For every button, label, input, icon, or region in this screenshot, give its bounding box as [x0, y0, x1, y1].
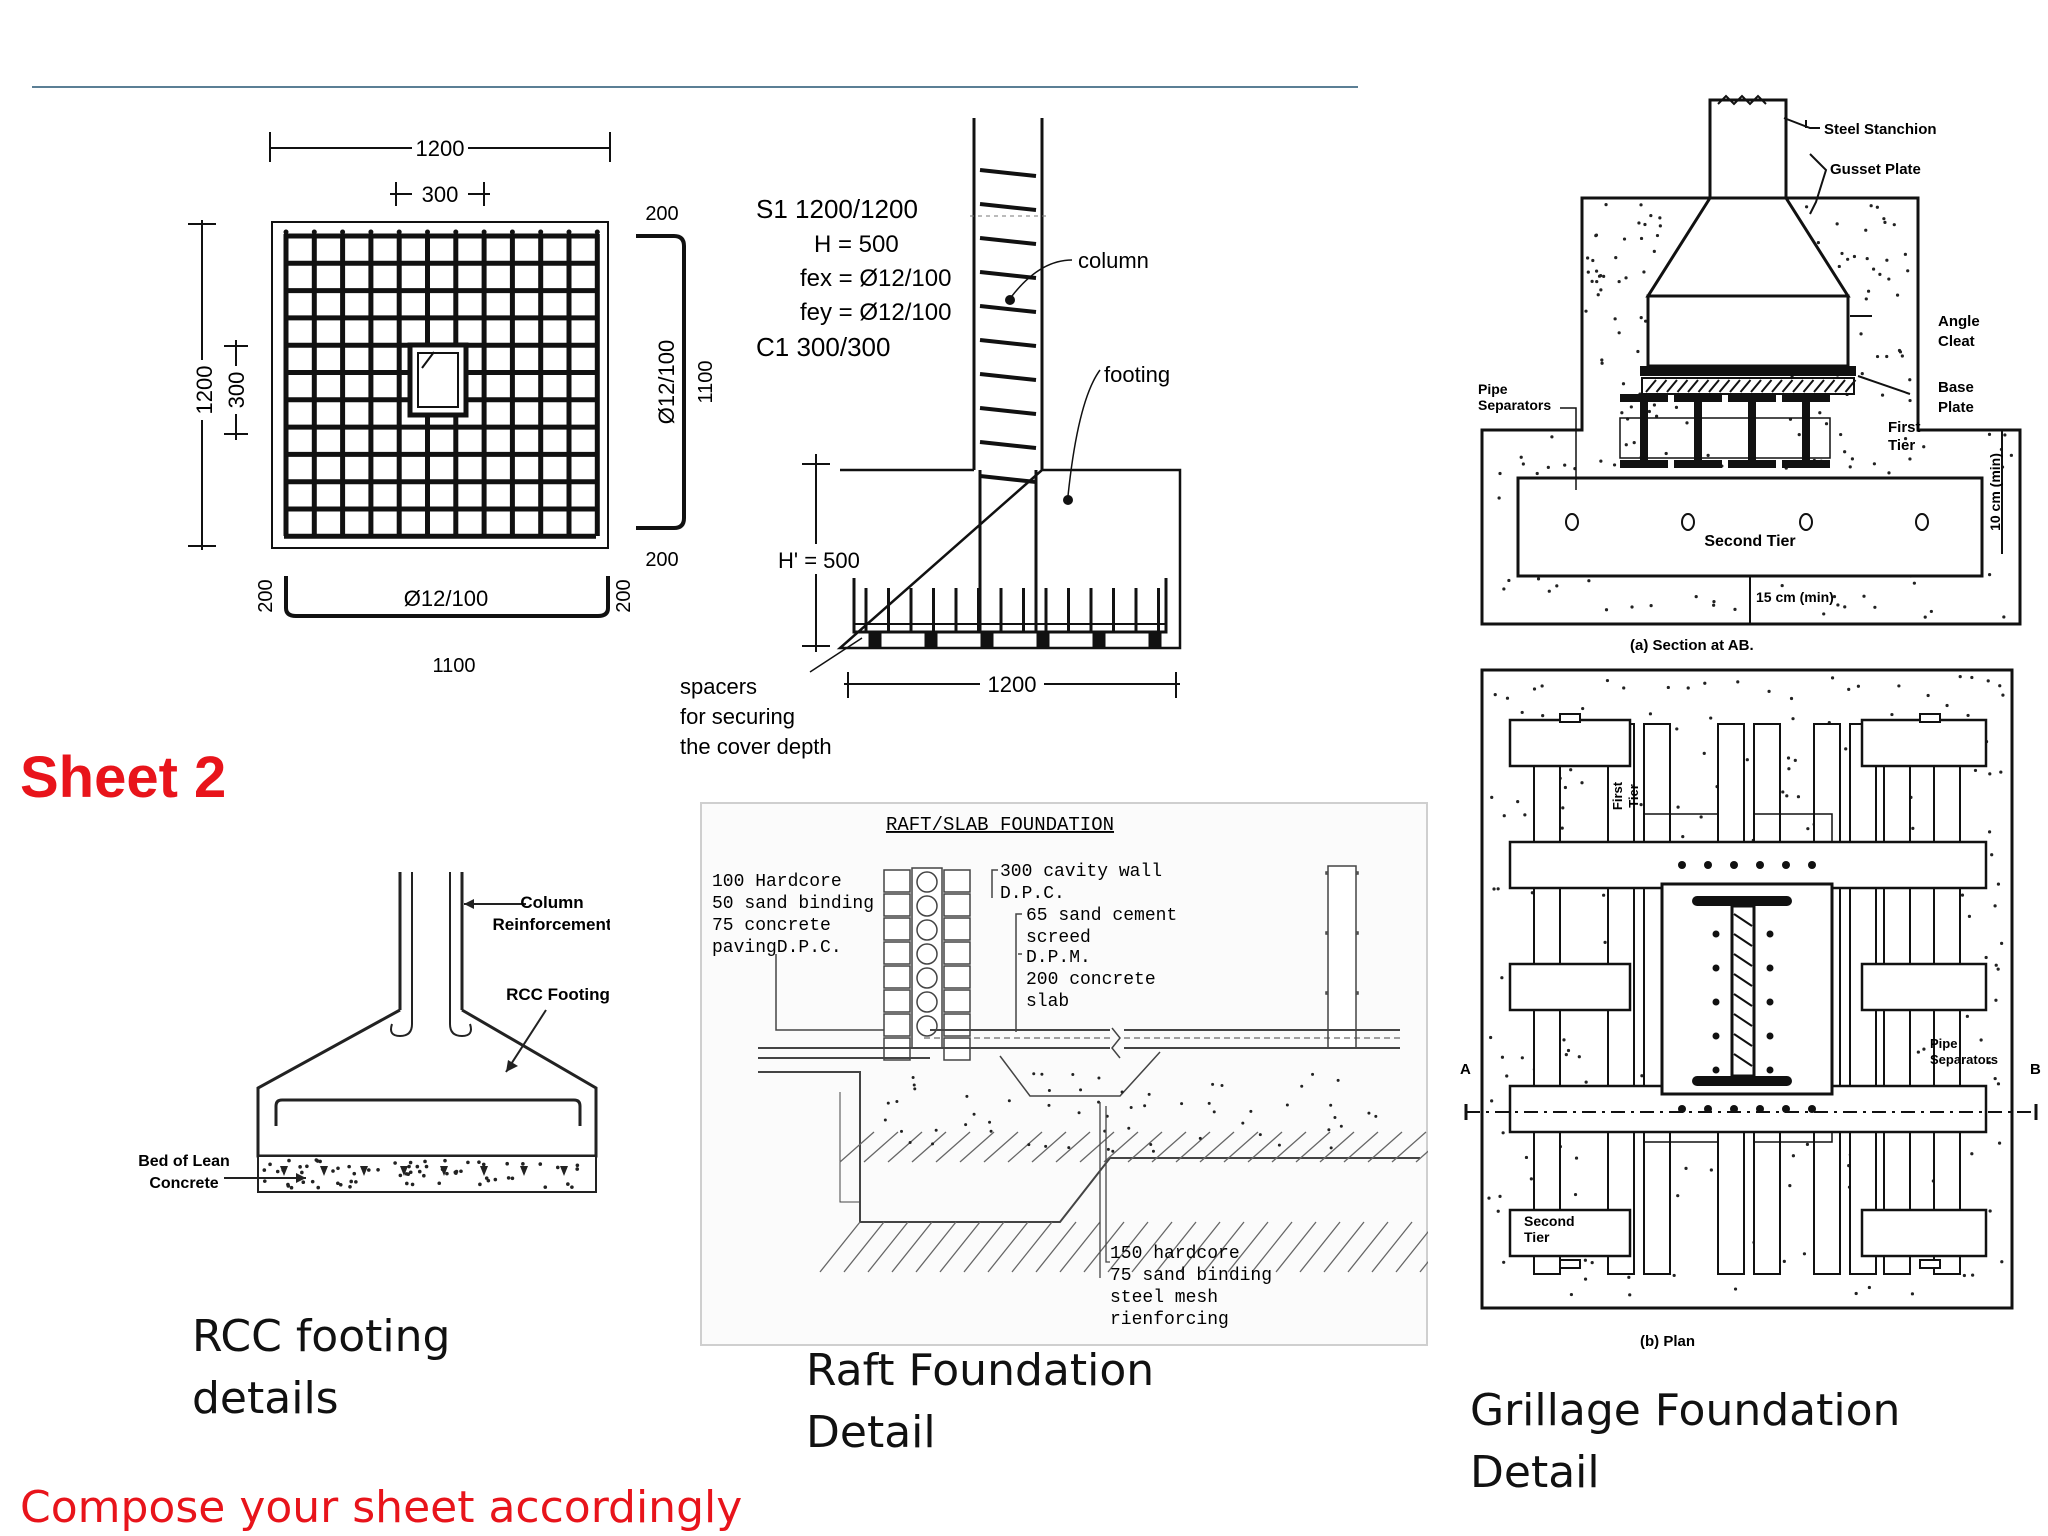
bar-bottom-label: Ø12/100 — [404, 586, 488, 611]
raft-hardcore-hatch — [819, 1131, 1428, 1273]
bar-bottom-hook-right: 200 — [613, 579, 635, 612]
raft-right-note-6: 200 concrete — [1026, 970, 1156, 990]
gs-label-angle-1: Angle — [1938, 313, 1980, 330]
caption-grillage: Grillage Foundation Detail — [1470, 1385, 1901, 1498]
label-spacers-1: spacers — [680, 674, 757, 699]
label-spacers-2: for securing — [680, 704, 795, 729]
raft-left-note-2: 50 sand binding — [712, 894, 874, 914]
header-rule — [32, 86, 1358, 88]
label-footing: footing — [1104, 362, 1170, 387]
gp-label-second-tier-2: Tier — [1524, 1229, 1550, 1245]
gs-label-first-tier-1: First — [1888, 419, 1921, 436]
bar-bottom-hook-left: 200 — [255, 579, 277, 612]
raft-right-note-1: 300 cavity wall — [1000, 862, 1162, 882]
dim-plan-width: 1200 — [416, 136, 465, 161]
label-height: H' = 500 — [778, 548, 860, 573]
gs-label-base-1: Base — [1938, 379, 1974, 396]
bar-right-hook-top: 200 — [645, 203, 678, 225]
raft-right-note-7: slab — [1026, 992, 1069, 1012]
raft-title: RAFT/SLAB FOUNDATION — [886, 814, 1114, 836]
gp-label-pipe-2: Separators — [1930, 1052, 1998, 1067]
label-column-reinforcement-2: Reinforcement — [492, 915, 610, 934]
bar-right-length: 1100 — [695, 360, 717, 403]
column-stirrups — [979, 168, 1037, 484]
gs-label-pipe-1: Pipe — [1478, 381, 1508, 397]
gp-label-second-tier-1: Second — [1524, 1213, 1575, 1229]
gs-label-first-tier-2: Tier — [1888, 437, 1915, 454]
raft-bottom-note-4: rienforcing — [1110, 1310, 1229, 1330]
gs-label-15cm: 15 cm (min) — [1756, 589, 1834, 605]
gp-label-first-tier-2: Tier — [1626, 784, 1641, 808]
raft-foundation-detail: RAFT/SLAB FOUNDATION 100 Hardcore 50 san… — [700, 802, 1428, 1346]
grillage-base-plate-hatch — [1645, 379, 1857, 393]
label-lean-bed-1: Bed of Lean — [138, 1153, 230, 1170]
gp-label-a: A — [1460, 1061, 1471, 1078]
caption-raft: Raft Foundation Detail — [806, 1345, 1155, 1458]
gs-label-pipe-2: Separators — [1478, 397, 1551, 413]
label-spacers-3: the cover depth — [680, 734, 832, 759]
spec-line-5: C1 300/300 — [756, 332, 890, 362]
gs-label-base-2: Plate — [1938, 399, 1974, 416]
gp-caption: (b) Plan — [1640, 1333, 1695, 1350]
label-column: column — [1078, 248, 1149, 273]
gp-label-first-tier-1: First — [1610, 781, 1625, 810]
spec-line-1: S1 1200/1200 — [756, 194, 918, 224]
dim-plan-column-v: 300 — [224, 372, 249, 409]
raft-concrete-texture — [883, 1072, 1378, 1153]
raft-right-note-2: D.P.C. — [1000, 884, 1065, 904]
caption-rcc: RCC footing details — [192, 1311, 451, 1424]
bar-right-hook-bottom: 200 — [645, 549, 678, 571]
gs-label-gusset: Gusset Plate — [1830, 161, 1921, 178]
sheet-title: Sheet 2 — [20, 745, 227, 810]
raft-right-note-4: screed — [1026, 928, 1091, 948]
grillage-second-tier-holes — [1565, 513, 1929, 531]
spec-line-4: fey = Ø12/100 — [800, 299, 951, 326]
gs-second-tier: Second Tier — [1704, 533, 1795, 550]
gs-label-10cm: 10 cm (min) — [1987, 453, 2003, 531]
grillage-plan: A B First Tier Pipe Separators Second Ti… — [1460, 668, 2041, 1350]
label-column-reinforcement-1: Column — [520, 893, 583, 912]
lean-concrete-texture — [262, 1158, 580, 1190]
gs-caption: (a) Section at AB. — [1630, 637, 1754, 654]
raft-left-note-3: 75 concrete — [712, 916, 831, 936]
label-width: 1200 — [988, 672, 1037, 697]
spec-line-2: H = 500 — [814, 231, 899, 258]
raft-left-note-4: pavingD.P.C. — [712, 938, 842, 958]
raft-bottom-note-1: 150 hardcore — [1110, 1244, 1240, 1264]
spec-line-3: fex = Ø12/100 — [800, 265, 951, 292]
gp-label-b: B — [2030, 1061, 2041, 1078]
bar-bottom-length: 1100 — [432, 655, 475, 677]
gp-label-pipe-1: Pipe — [1930, 1036, 1957, 1051]
grillage-plan-horizontal-beams — [1508, 713, 1988, 1269]
grillage-plan-rivets — [1678, 861, 1816, 1113]
label-rcc-footing: RCC Footing — [506, 985, 610, 1004]
raft-right-note-3: 65 sand cement — [1026, 906, 1177, 926]
compose-note: Compose your sheet accordingly — [20, 1482, 743, 1533]
raft-bottom-note-2: 75 sand binding — [1110, 1266, 1272, 1286]
raft-left-note-1: 100 Hardcore — [712, 872, 842, 892]
gs-label-angle-2: Cleat — [1938, 333, 1975, 350]
footing-bars — [852, 470, 1168, 648]
gs-label-stanchion: Steel Stanchion — [1824, 121, 1937, 138]
raft-right-note-5: D.P.M. — [1026, 948, 1091, 968]
dim-plan-height: 1200 — [192, 366, 217, 415]
footing-drawing: 1200 300 1200 300 200 200 Ø12/100 1100 2… — [188, 118, 1182, 759]
grillage-first-tier-beams — [1619, 394, 1831, 468]
dim-plan-column: 300 — [422, 182, 459, 207]
rcc-footing-sketch: Column Reinforcement RCC Footing Bed of … — [138, 872, 610, 1193]
label-lean-bed-2: Concrete — [149, 1175, 218, 1192]
bar-right-label: Ø12/100 — [654, 340, 679, 424]
raft-bottom-note-3: steel mesh — [1110, 1288, 1218, 1308]
grillage-section: Second Tier Steel Stanchion Gusset Plate… — [1478, 94, 2022, 654]
